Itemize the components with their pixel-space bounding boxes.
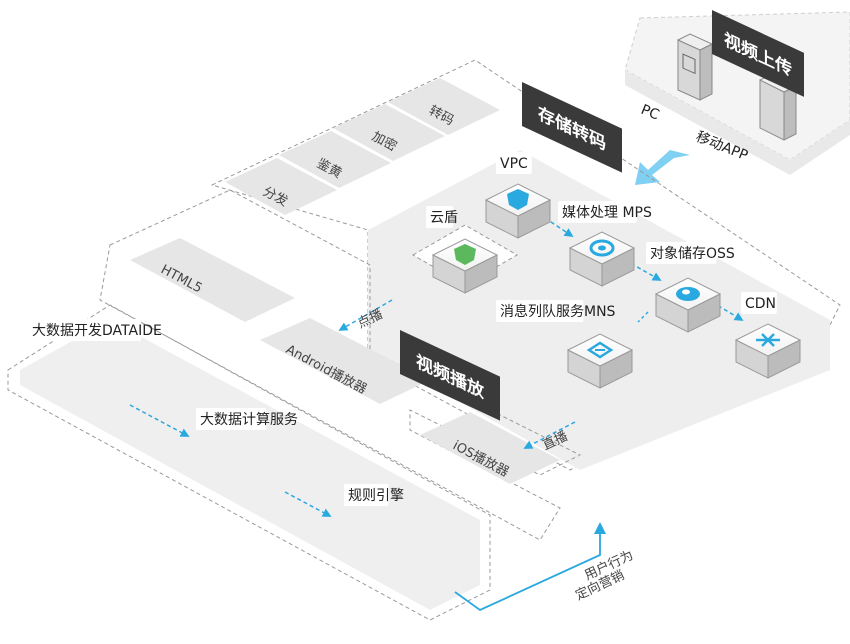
svg-text:媒体处理 MPS: 媒体处理 MPS: [562, 205, 652, 221]
function-tile-zhuanma: 转码: [388, 78, 500, 135]
svg-text:规则引擎: 规则引擎: [348, 488, 404, 504]
cdn-label: CDN: [741, 292, 777, 314]
cdn-cross-icon: [756, 333, 780, 347]
mns-node: [566, 333, 634, 389]
pc-device-icon: [676, 33, 714, 101]
storage-flow: [544, 217, 744, 323]
svg-text:VPC: VPC: [500, 156, 528, 172]
svg-text:大数据计算服务: 大数据计算服务: [200, 412, 298, 428]
vpc-label: VPC: [496, 152, 532, 174]
svg-text:消息列队服务MNS: 消息列队服务MNS: [500, 303, 616, 320]
yundun-node: [411, 224, 519, 294]
cdn-node: [734, 323, 802, 379]
mns-label: 消息列队服务MNS: [496, 300, 616, 322]
upload-arrow: [635, 150, 690, 185]
svg-text:大数据开发DATAIDE: 大数据开发DATAIDE: [32, 323, 162, 339]
oss-label: 对象储存OSS: [646, 242, 735, 264]
pc-label: PC: [639, 102, 662, 124]
mps-node: [568, 231, 636, 287]
player-tile-html5: HTML5: [130, 238, 295, 322]
function-tile-jiami: 加密: [333, 104, 445, 161]
svg-text:对象储存OSS: 对象储存OSS: [650, 246, 735, 262]
rules-label: 规则引擎: [344, 484, 404, 506]
svg-text:云盾: 云盾: [430, 210, 458, 226]
oss-cloud-icon: [676, 287, 700, 301]
mns-box-icon: [586, 341, 614, 359]
mps-ring-icon: [589, 239, 615, 257]
dataide-label: 大数据开发DATAIDE: [28, 319, 162, 341]
compute-label: 大数据计算服务: [196, 408, 298, 430]
yundun-label: 云盾: [426, 206, 458, 228]
svg-text:CDN: CDN: [745, 296, 776, 312]
oss-node: [654, 277, 722, 333]
storage-banner: 存储转码: [522, 82, 622, 173]
yundun-shield-icon: [454, 244, 476, 265]
upload-zone: 视频上传 PC 移动APP: [624, 10, 850, 175]
vpc-shield-icon: [507, 189, 529, 210]
mps-label: 媒体处理 MPS: [558, 201, 652, 223]
vpc-node: [484, 183, 552, 239]
